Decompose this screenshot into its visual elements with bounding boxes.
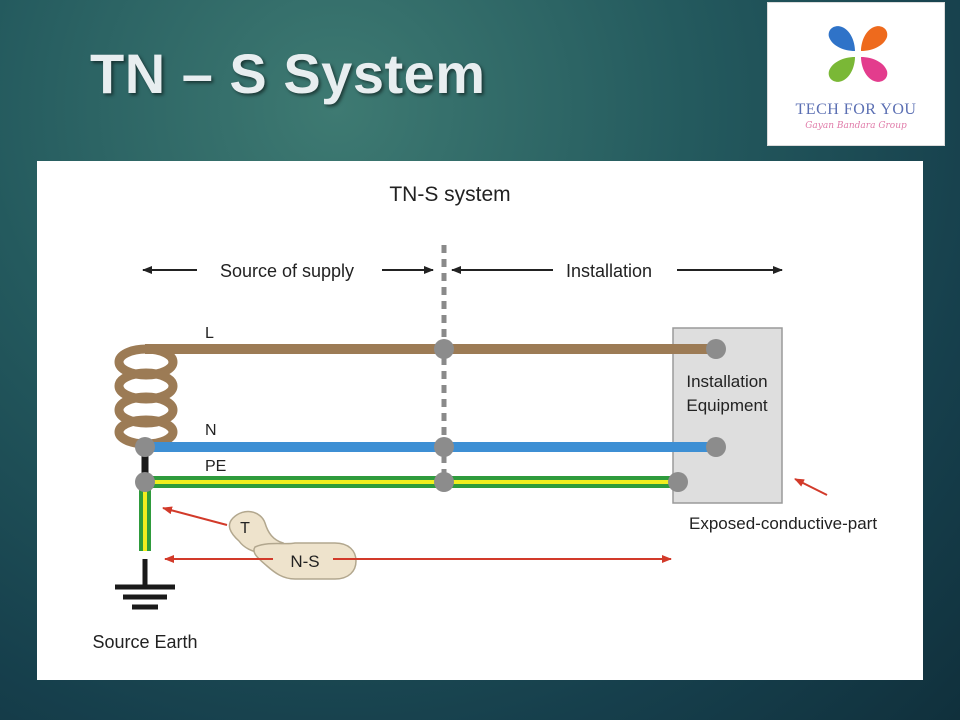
n-s-label: N-S	[290, 552, 319, 571]
earth-ground-icon	[115, 559, 175, 610]
node-l-boundary	[434, 339, 454, 359]
line-n-label: N	[205, 422, 217, 439]
slide-title: TN – S System	[90, 42, 486, 105]
installation-equipment-box	[672, 327, 783, 504]
node-n-source	[135, 437, 155, 457]
node-pe-equipment	[668, 472, 688, 492]
logo-name: TECH FOR YOU	[795, 101, 917, 118]
company-logo: TECH FOR YOU Gayan Bandara Group	[767, 2, 945, 146]
line-pe-label: PE	[205, 458, 226, 475]
t-arrow	[162, 506, 228, 526]
logo-tagline: Gayan Bandara Group	[805, 121, 907, 131]
equipment-label-line1: Installation	[686, 372, 767, 391]
source-of-supply-label: Source of supply	[220, 261, 354, 281]
node-n-equipment	[706, 437, 726, 457]
tn-s-diagram-svg: TN-S system Source of supply Installatio…	[92, 183, 877, 652]
equipment-label-line2: Equipment	[686, 396, 768, 415]
tn-s-diagram: TN-S system Source of supply Installatio…	[37, 161, 923, 680]
logo-petal-green	[828, 57, 855, 82]
flower-logo-icon	[828, 26, 888, 82]
exposed-part-arrow	[794, 478, 828, 496]
t-label: T	[240, 520, 250, 537]
node-n-boundary	[434, 437, 454, 457]
node-l-equipment	[706, 339, 726, 359]
logo-petal-pink	[861, 57, 888, 82]
line-l-label: L	[205, 325, 214, 342]
source-earth-label: Source Earth	[92, 632, 197, 652]
installation-label: Installation	[566, 261, 652, 281]
n-s-tag-shape	[253, 542, 357, 580]
logo-petal-orange	[861, 26, 888, 51]
diagram-title: TN-S system	[389, 183, 510, 206]
exposed-part-label: Exposed-conductive-part	[689, 514, 877, 533]
node-pe-boundary	[434, 472, 454, 492]
logo-petal-blue	[828, 26, 855, 51]
node-pe-source	[135, 472, 155, 492]
transformer-coil-icon	[114, 344, 178, 449]
